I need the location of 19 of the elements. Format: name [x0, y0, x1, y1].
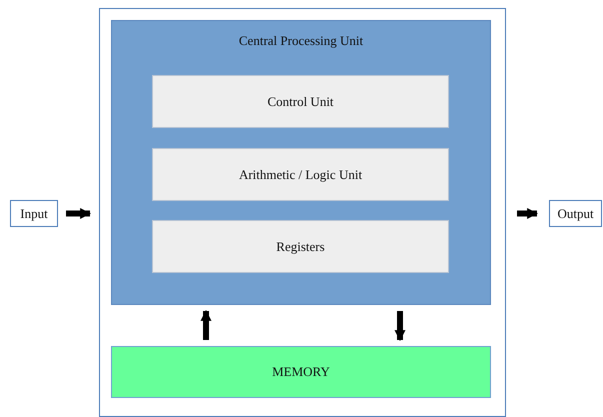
node-label: Output: [557, 206, 594, 222]
node-label: Arithmetic / Logic Unit: [238, 166, 362, 182]
node-label: MEMORY: [272, 364, 330, 380]
arrow: [200, 310, 212, 340]
memory-box: [111, 346, 491, 398]
unit-box: [152, 75, 449, 128]
panel-title: Central Processing Unit: [238, 33, 364, 49]
arrow: [394, 311, 406, 342]
node-label: Input: [20, 206, 48, 222]
arrow: [517, 208, 538, 219]
cpu-panel: [111, 20, 491, 305]
input-box: [10, 200, 58, 227]
system-frame: [99, 8, 506, 417]
output-box: [549, 200, 602, 227]
unit-box: [152, 148, 449, 201]
node-label: Registers: [276, 238, 325, 254]
node-label: Control Unit: [267, 94, 334, 110]
unit-box: [152, 220, 449, 273]
arrow: [66, 208, 92, 219]
